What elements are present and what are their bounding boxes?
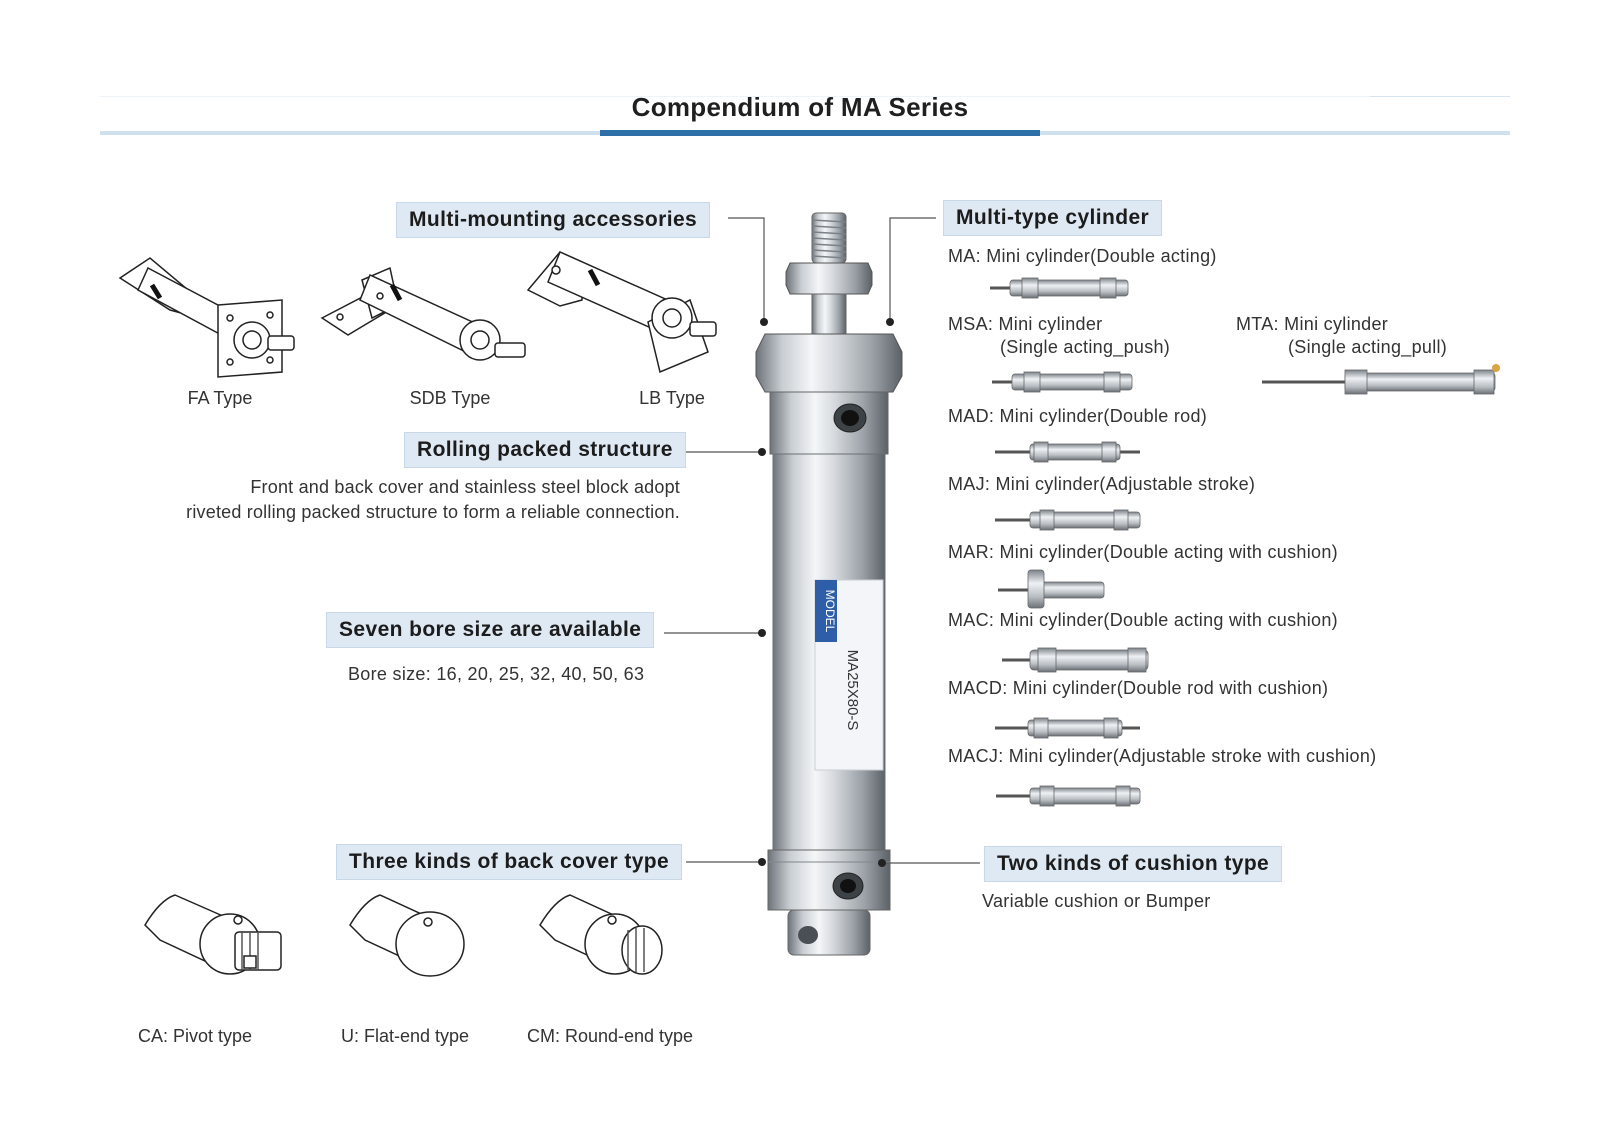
mta-cylinder-thumb	[1262, 364, 1500, 395]
header-rule-accent	[600, 130, 1040, 136]
cm-roundend-caption: CM: Round-end type	[526, 1026, 694, 1046]
rolling-desc-line2: riveted rolling packed structure to form…	[186, 502, 680, 522]
cylinder-label-model: MA25X80-S	[844, 650, 861, 731]
mounting-heading: Multi-mounting accessories	[396, 202, 711, 238]
maj-cylinder-thumb	[995, 509, 1141, 531]
ma-cylinder-thumb	[990, 277, 1129, 299]
macd-cylinder-thumb	[995, 717, 1140, 739]
rolling-heading: Rolling packed structure	[404, 432, 686, 468]
maj-label: MAJ: Mini cylinder(Adjustable stroke)	[948, 474, 1256, 494]
lb-type-drawing	[526, 250, 717, 374]
leader-lines	[664, 217, 980, 864]
cylinder-thumbnails	[990, 277, 1500, 807]
msa-label-line1: MSA: Mini cylinder	[948, 314, 1103, 334]
lb-type-caption: LB Type	[639, 388, 705, 408]
header-top-tick	[1370, 96, 1510, 97]
ca-pivot-caption: CA: Pivot type	[137, 1026, 253, 1046]
rolling-description: Front and back cover and stainless steel…	[80, 475, 680, 525]
msa-cylinder-thumb	[992, 371, 1133, 393]
sdb-type-caption: SDB Type	[409, 388, 491, 408]
mta-label-line1: MTA: Mini cylinder	[1236, 314, 1389, 334]
backcover-heading: Three kinds of back cover type	[336, 844, 683, 880]
page-title: Compendium of MA Series	[631, 92, 969, 122]
bore-heading: Seven bore size are available	[326, 612, 655, 648]
ca-pivot-drawing	[144, 894, 282, 975]
mac-cylinder-thumb	[1002, 647, 1149, 673]
cm-roundend-drawing	[539, 894, 663, 975]
u-flatend-caption: U: Flat-end type	[340, 1026, 470, 1046]
mac-label: MAC: Mini cylinder(Double acting with cu…	[948, 610, 1338, 630]
fa-type-caption: FA Type	[187, 388, 253, 408]
macd-label: MACD: Mini cylinder(Double rod with cush…	[948, 678, 1329, 698]
mar-cylinder-thumb	[998, 569, 1105, 609]
mad-label: MAD: Mini cylinder(Double rod)	[948, 406, 1208, 426]
fa-type-drawing	[118, 257, 295, 378]
multitype-heading: Multi-type cylinder	[943, 200, 1163, 236]
cushion-heading: Two kinds of cushion type	[984, 846, 1283, 882]
macj-label: MACJ: Mini cylinder(Adjustable stroke wi…	[948, 746, 1377, 766]
main-cylinder-image: MODEL MA25X80-S	[755, 212, 903, 956]
mar-label: MAR: Mini cylinder(Double acting with cu…	[948, 542, 1338, 562]
cushion-description: Variable cushion or Bumper	[982, 891, 1211, 911]
ma-label: MA: Mini cylinder(Double acting)	[948, 246, 1217, 266]
rolling-desc-line1: Front and back cover and stainless steel…	[250, 477, 680, 497]
cylinder-label-brand: MODEL	[823, 590, 837, 633]
macj-cylinder-thumb	[996, 785, 1141, 807]
msa-label-line2: (Single acting_push)	[1000, 337, 1171, 357]
sdb-type-drawing	[320, 266, 526, 361]
header-top-rule	[100, 96, 1510, 97]
bore-description: Bore size: 16, 20, 25, 32, 40, 50, 63	[348, 664, 645, 684]
u-flatend-drawing	[349, 894, 465, 977]
mta-label-line2: (Single acting_pull)	[1288, 337, 1448, 357]
leader-dots	[758, 318, 894, 867]
mad-cylinder-thumb	[995, 441, 1140, 463]
